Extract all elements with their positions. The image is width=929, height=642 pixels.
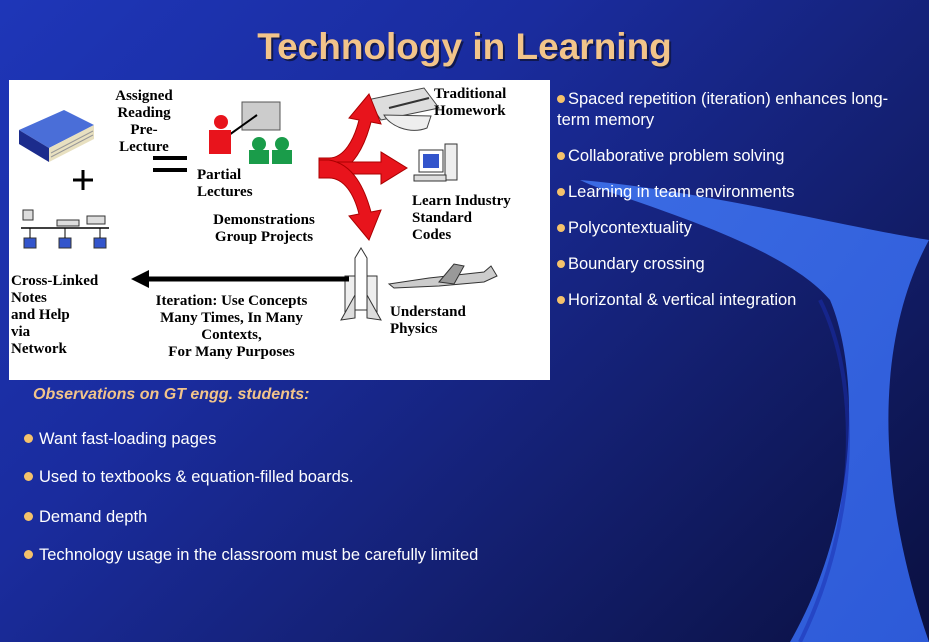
bullet-icon <box>557 95 565 103</box>
right-bullet-item: Collaborative problem solving <box>557 146 917 167</box>
bullet-icon <box>24 434 33 443</box>
slide-title: Technology in Learning <box>257 26 672 67</box>
book-icon <box>19 110 94 162</box>
bottom-bullet-item: Technology usage in the classroom must b… <box>24 546 478 565</box>
right-bullet-item: Horizontal & vertical integration <box>557 290 917 311</box>
homework-icon <box>366 87 440 131</box>
shuttle-icon <box>340 247 382 321</box>
network-icon <box>21 209 109 249</box>
bottom-bullet-item: Want fast-loading pages <box>24 430 216 449</box>
observations-heading: Observations on GT engg. students: <box>33 386 310 403</box>
demonstrations-label: Demonstrations Group Projects <box>213 212 315 245</box>
learn-codes-label: Learn Industry Standard Codes <box>412 193 511 243</box>
computer-icon <box>413 143 458 182</box>
bullet-icon <box>24 472 33 481</box>
right-bullet-item: Boundary crossing <box>557 254 917 275</box>
iteration-label: Iteration: Use Concepts Many Times, In M… <box>155 293 308 360</box>
diagram-graphics <box>19 87 498 321</box>
bullet-icon <box>557 296 565 304</box>
bullet-icon <box>557 152 565 160</box>
bullet-icon <box>557 260 565 268</box>
bullet-icon <box>557 224 565 232</box>
assigned-reading-label: Assigned Reading Pre- Lecture <box>115 88 173 155</box>
jet-icon <box>387 263 498 289</box>
right-bullet-item: Polycontextuality <box>557 218 917 239</box>
learning-diagram: Assigned Reading Pre- Lecture Partial Le… <box>9 80 550 380</box>
three-way-arrow <box>318 93 408 241</box>
iteration-arrow <box>131 270 349 288</box>
traditional-homework-label: Traditional Homework <box>434 86 507 119</box>
understand-physics-label: Understand Physics <box>390 304 466 337</box>
cross-linked-label: Cross-Linked Notes and Help via Network <box>11 273 99 357</box>
partial-lectures-label: Partial Lectures <box>197 167 253 200</box>
bullet-icon <box>557 188 565 196</box>
right-bullet-item: Learning in team environments <box>557 182 917 203</box>
bullet-icon <box>24 550 33 559</box>
right-bullet-list: Spaced repetition (iteration) enhances l… <box>557 89 917 326</box>
bullet-icon <box>24 512 33 521</box>
right-bullet-item: Spaced repetition (iteration) enhances l… <box>557 90 889 129</box>
bottom-bullet-item: Used to textbooks & equation-filled boar… <box>24 468 354 487</box>
bottom-bullet-item: Demand depth <box>24 508 147 527</box>
lecture-icon <box>209 101 292 164</box>
